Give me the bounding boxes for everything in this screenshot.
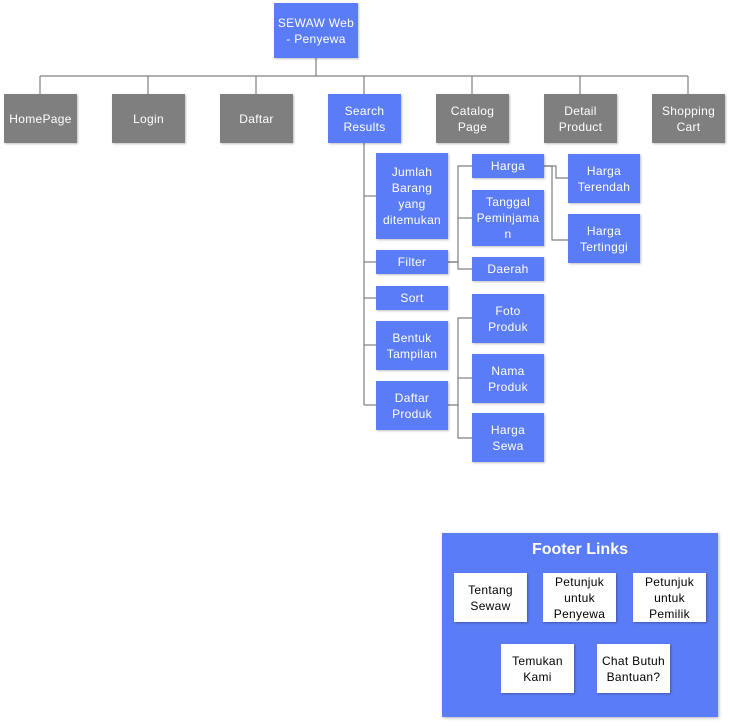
node-bentuk-tampilan: Bentuk Tampilan [376, 321, 448, 370]
footer-title: Footer Links [531, 541, 628, 558]
footer-link-petunjuk-penyewa: Petunjuk untuk Penyewa [543, 573, 616, 622]
node-harga-sewa: Harga Sewa [472, 413, 544, 462]
node-tanggal-peminjaman: Tanggal Peminjama n [472, 190, 544, 246]
node-harga-tertinggi: Harga Tertinggi [568, 214, 640, 263]
node-login: Login [112, 94, 185, 143]
footer-links-panel: Footer Links Tentang Sewaw Petunjuk untu… [442, 533, 718, 717]
node-sort: Sort [376, 286, 448, 310]
footer-link-chat: Chat Butuh Bantuan? [597, 644, 670, 693]
node-daerah: Daerah [472, 257, 544, 281]
footer-link-petunjuk-pemilik: Petunjuk untuk Pemilik [633, 573, 706, 622]
connector-terendah [544, 165, 568, 179]
node-jumlah-barang: Jumlah Barang yang ditemukan [376, 153, 448, 239]
node-search-results: Search Results [328, 94, 401, 143]
node-nama-produk: Nama Produk [472, 354, 544, 403]
connector-daerah [448, 261, 472, 270]
connector-harga [448, 165, 472, 263]
footer-link-tentang: Tentang Sewaw [454, 573, 527, 622]
node-foto-produk: Foto Produk [472, 294, 544, 343]
footer-link-temukan: Temukan Kami [501, 644, 574, 693]
connector-tertinggi [544, 165, 568, 241]
node-daftar-produk: Daftar Produk [376, 381, 448, 430]
node-catalog-page: Catalog Page [436, 94, 509, 143]
node-daftar: Daftar [220, 94, 293, 143]
connector-harga-sewa [457, 405, 472, 439]
node-harga: Harga [472, 154, 544, 178]
node-detail-product: Detail Product [544, 94, 617, 143]
node-harga-terendah: Harga Terendah [568, 154, 640, 203]
node-filter: Filter [376, 250, 448, 274]
node-root: SEWAW Web - Penyewa [274, 3, 358, 58]
node-homepage: HomePage [4, 94, 77, 143]
node-shopping-cart: Shopping Cart [652, 94, 725, 143]
connector-foto [448, 317, 472, 406]
